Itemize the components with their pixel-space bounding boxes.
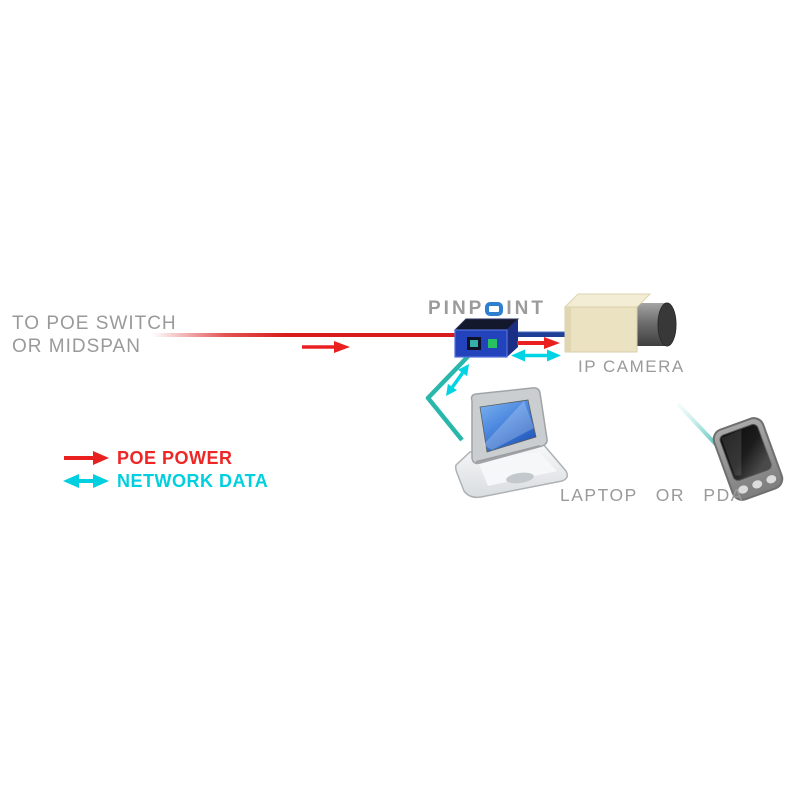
pinpoint-logo-o-icon	[485, 302, 504, 316]
ip-camera-label: IP CAMERA	[578, 357, 685, 376]
laptop-or-pda-label: LAPTOP OR PDA	[560, 485, 744, 505]
pda-icon	[712, 417, 784, 501]
poe-splitter-icon	[453, 318, 520, 358]
pda-button	[766, 475, 777, 484]
source-label-line2: OR MIDSPAN	[12, 336, 141, 357]
legend-item-poe-power: POE POWER	[63, 449, 233, 467]
laptop-icon	[454, 387, 569, 499]
laptop-touchpad	[506, 472, 534, 484]
laptop-screen	[479, 399, 537, 453]
pda-screen	[719, 423, 772, 481]
pinpoint-logo-suffix: INT	[506, 298, 546, 319]
pinpoint-logo: PINP INT	[428, 299, 546, 319]
source-label-line1: TO POE SWITCH	[12, 313, 177, 334]
pinpoint-logo-prefix: PINP	[428, 298, 485, 319]
laptop-cable	[425, 345, 479, 442]
data-arrow-camera	[511, 349, 561, 362]
splitter-led	[488, 339, 497, 348]
legend-data-arrow-icon	[63, 474, 109, 488]
ip-camera-icon	[563, 293, 677, 353]
legend-poe-arrow-icon	[64, 451, 109, 465]
data-arrow-laptop	[446, 364, 469, 396]
legend-network-data-label: NETWORK DATA	[117, 471, 269, 491]
poe-arrow-camera	[517, 337, 560, 349]
laptop-keyboard	[477, 452, 557, 486]
poe-arrow-mid	[302, 341, 350, 353]
pda-button	[738, 485, 749, 494]
legend-poe-power-label: POE POWER	[117, 448, 233, 468]
source-label: TO POE SWITCH OR MIDSPAN	[12, 312, 177, 358]
pda-button	[752, 480, 763, 489]
legend-item-network-data: NETWORK DATA	[63, 472, 268, 490]
